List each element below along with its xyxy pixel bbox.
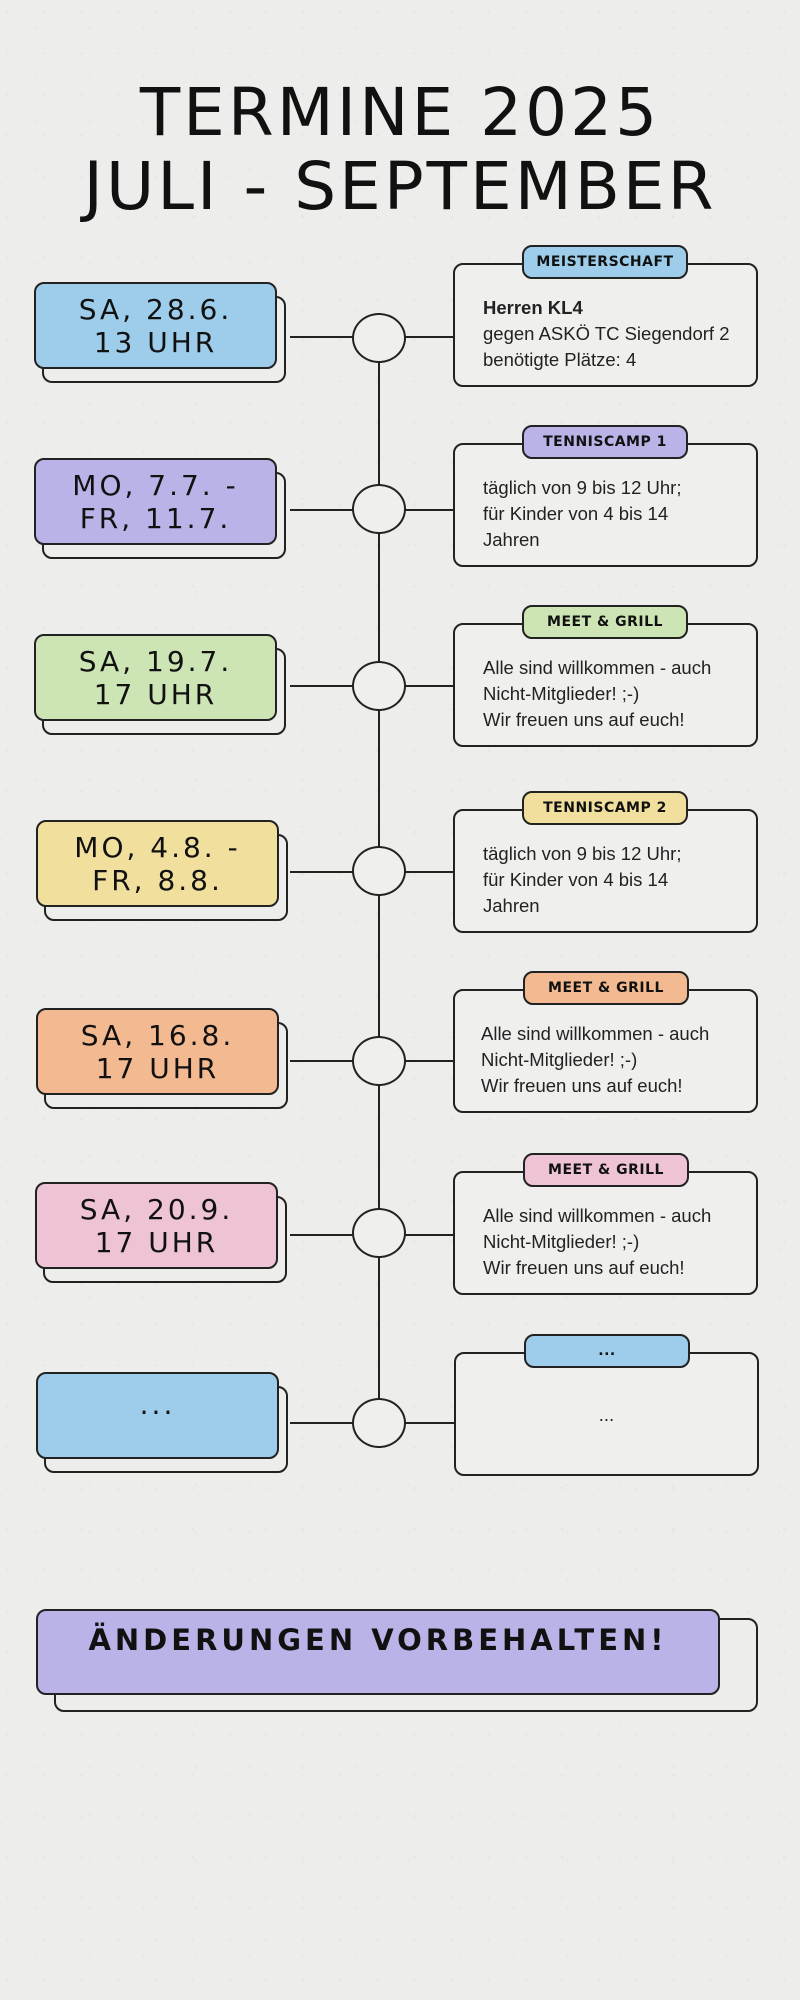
timeline-node xyxy=(352,846,406,896)
event-card: Herren KL4 gegen ASKÖ TC Siegendorf 2 ben… xyxy=(453,263,758,387)
event-date: ... xyxy=(36,1372,279,1459)
event-card: Alle sind willkommen - auch Nicht-Mitgli… xyxy=(453,623,758,747)
footer-notice: ÄNDERUNGEN VORBEHALTEN! xyxy=(36,1609,720,1695)
event-date: MO, 7.7. - FR, 11.7. xyxy=(34,458,277,545)
event-date-card: SA, 19.7. 17 UHR xyxy=(34,634,287,736)
event-date-card: MO, 7.7. - FR, 11.7. xyxy=(34,458,287,560)
page-subtitle: JULI - SEPTEMBER xyxy=(83,148,717,225)
event-tag: MEET & GRILL xyxy=(523,1153,689,1187)
timeline-node xyxy=(352,1208,406,1258)
event-tag: MEISTERSCHAFT xyxy=(522,245,688,279)
event-details: täglich von 9 bis 12 Uhr; für Kinder von… xyxy=(483,843,682,916)
event-date-card: ... xyxy=(36,1372,289,1474)
event-date-card: MO, 4.8. - FR, 8.8. xyxy=(36,820,289,922)
event-date-card: SA, 20.9. 17 UHR xyxy=(35,1182,288,1284)
timeline-node xyxy=(352,1398,406,1448)
timeline-node xyxy=(352,313,406,363)
event-card: Alle sind willkommen - auch Nicht-Mitgli… xyxy=(453,1171,758,1295)
event-card: täglich von 9 bis 12 Uhr; für Kinder von… xyxy=(453,443,758,567)
event-card: ... xyxy=(454,1352,759,1476)
event-date-card: SA, 16.8. 17 UHR xyxy=(36,1008,289,1110)
event-details: ... xyxy=(598,1404,615,1425)
event-title: Herren KL4 xyxy=(483,297,583,318)
event-details: Alle sind willkommen - auch Nicht-Mitgli… xyxy=(483,1205,712,1278)
timeline-node xyxy=(352,661,406,711)
event-card: täglich von 9 bis 12 Uhr; für Kinder von… xyxy=(453,809,758,933)
event-date: SA, 20.9. 17 UHR xyxy=(35,1182,278,1269)
timeline-node xyxy=(352,1036,406,1086)
event-tag: TENNISCAMP 2 xyxy=(522,791,688,825)
event-tag: ... xyxy=(524,1334,690,1368)
event-tag: MEET & GRILL xyxy=(522,605,688,639)
event-date: MO, 4.8. - FR, 8.8. xyxy=(36,820,279,907)
page-title: TERMINE 2025 xyxy=(139,74,661,151)
event-date-card: SA, 28.6. 13 UHR xyxy=(34,282,287,384)
event-date: SA, 16.8. 17 UHR xyxy=(36,1008,279,1095)
event-details: Alle sind willkommen - auch Nicht-Mitgli… xyxy=(483,657,712,730)
event-date: SA, 28.6. 13 UHR xyxy=(34,282,277,369)
event-description: Herren KL4 gegen ASKÖ TC Siegendorf 2 ben… xyxy=(483,295,744,373)
event-card: Alle sind willkommen - auch Nicht-Mitgli… xyxy=(453,989,758,1113)
event-details: gegen ASKÖ TC Siegendorf 2 benötigte Plä… xyxy=(483,323,730,370)
event-date: SA, 19.7. 17 UHR xyxy=(34,634,277,721)
event-details: täglich von 9 bis 12 Uhr; für Kinder von… xyxy=(483,477,682,550)
event-tag: TENNISCAMP 1 xyxy=(522,425,688,459)
event-details: Alle sind willkommen - auch Nicht-Mitgli… xyxy=(481,1023,710,1096)
timeline-node xyxy=(352,484,406,534)
event-tag: MEET & GRILL xyxy=(523,971,689,1005)
